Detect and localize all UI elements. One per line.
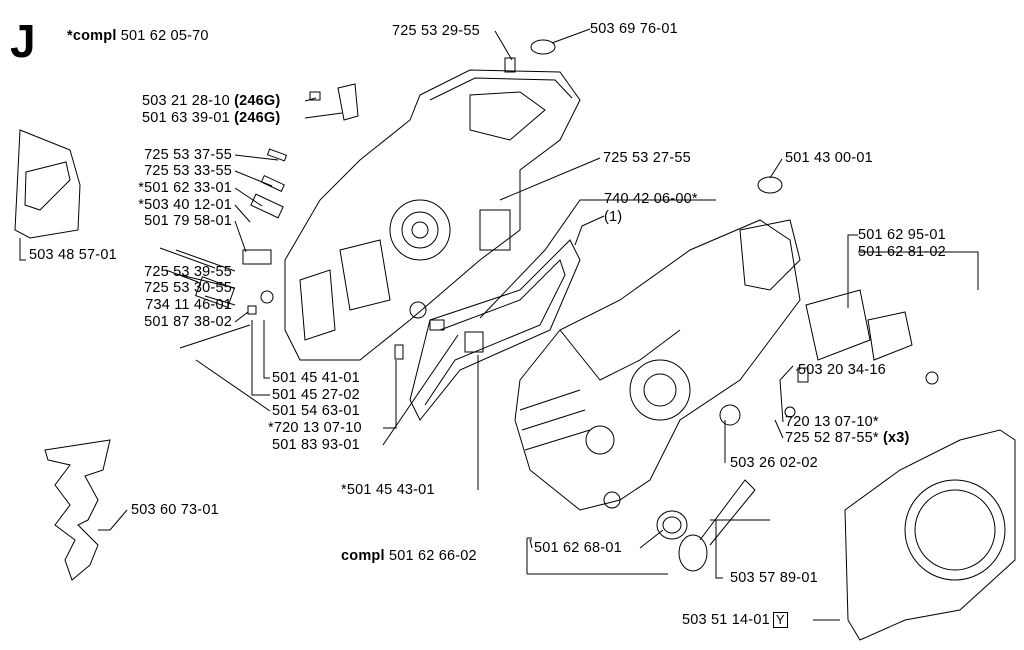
part-725533355: 725 53 33-55 <box>144 163 232 179</box>
part-720130710b: 720 13 07-10* <box>785 414 879 430</box>
compl-label: compl <box>341 548 385 564</box>
part-501623301: *501 62 33-01 <box>138 180 232 196</box>
part-734114601: 734 11 46-01 <box>145 297 232 313</box>
part-501626801: 501 62 68-01 <box>534 540 622 556</box>
header-compl: *compl 501 62 05-70 <box>67 28 209 44</box>
qty-x3: (x3) <box>882 430 910 446</box>
part-501628102: 501 62 81-02 <box>858 244 946 260</box>
part-501633901: 501 63 39-01 (246G) <box>142 110 280 126</box>
part-501452702: 501 45 27-02 <box>272 387 360 403</box>
header-prefix: *compl <box>67 28 117 44</box>
part-501839301: 501 83 93-01 <box>272 437 360 453</box>
part-503401201: *503 40 12-01 <box>138 197 232 213</box>
part-501795801: 501 79 58-01 <box>144 213 232 229</box>
part-725532755: 725 53 27-55 <box>603 150 691 166</box>
part-501629501: 501 62 95-01 <box>858 227 946 243</box>
part-725528755: 725 52 87-55* (x3) <box>785 430 910 446</box>
part-503607301: 503 60 73-01 <box>131 502 219 518</box>
part-725533955: 725 53 39-55 <box>144 264 232 280</box>
part-501626602: compl 501 62 66-02 <box>341 548 477 564</box>
section-letter: J <box>10 15 36 67</box>
part-740420600: 740 42 06-00* <box>604 191 698 207</box>
part-725533755: 725 53 37-55 <box>144 147 232 163</box>
y-box: Y <box>772 612 788 628</box>
part-725528755-number: 725 52 87-55* <box>785 430 879 446</box>
part-501546301: 501 54 63-01 <box>272 403 360 419</box>
part-501633901-number: 501 63 39-01 <box>142 110 230 126</box>
part-725533055: 725 53 30-55 <box>144 280 232 296</box>
part-720130710a: *720 13 07-10 <box>268 420 362 436</box>
part-501454301: *501 45 43-01 <box>341 482 435 498</box>
part-501626602-number: 501 62 66-02 <box>388 548 477 564</box>
part-503212810: 503 21 28-10 (246G) <box>142 93 280 109</box>
part-503212810-number: 503 21 28-10 <box>142 93 230 109</box>
part-725532955: 725 53 29-55 <box>392 23 480 39</box>
variant-246g-b: (246G) <box>234 110 281 126</box>
part-501873802: 501 87 38-02 <box>144 314 232 330</box>
part-503697601: 503 69 76-01 <box>590 21 678 37</box>
part-503511401-number: 503 51 14-01 <box>682 612 770 628</box>
part-501430001: 501 43 00-01 <box>785 150 873 166</box>
part-503203416: 503 20 34-16 <box>798 362 886 378</box>
part-503485701: 503 48 57-01 <box>29 247 117 263</box>
part-503260202: 503 26 02-02 <box>730 455 818 471</box>
variant-246g-a: (246G) <box>234 93 281 109</box>
note-1: (1) <box>604 209 623 225</box>
part-501454101: 501 45 41-01 <box>272 370 360 386</box>
part-503578901: 503 57 89-01 <box>730 570 818 586</box>
header-number: 501 62 05-70 <box>120 28 209 44</box>
